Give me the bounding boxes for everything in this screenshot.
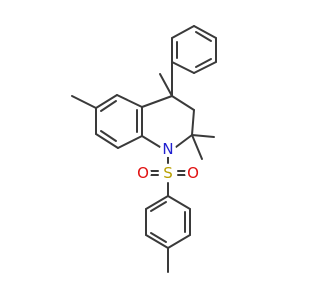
bond — [167, 234, 191, 249]
bond — [145, 195, 169, 210]
nitrogen-atom: N — [160, 140, 176, 158]
oxygen-left-atom: O — [135, 164, 151, 182]
bond — [171, 61, 195, 74]
bond — [193, 25, 217, 39]
molecule-canvas: N S O O — [71, 25, 217, 273]
atom-label-layer: N S O O — [135, 140, 201, 182]
oxygen-right-label: O — [187, 164, 199, 182]
bond-double-inner — [100, 100, 117, 112]
bond-double-inner — [195, 31, 212, 42]
oxygen-right-atom: O — [185, 164, 201, 182]
bond — [167, 195, 191, 210]
bond-double-inner — [150, 201, 167, 212]
bond — [191, 134, 215, 138]
oxygen-left-label: O — [137, 164, 149, 182]
bond — [71, 95, 97, 109]
bond-double-inner — [150, 232, 167, 243]
bond — [171, 95, 195, 111]
bond — [141, 135, 161, 148]
bond — [117, 135, 143, 149]
bond — [171, 25, 195, 39]
molecule-structure-diagram: N S O O — [71, 25, 217, 273]
bond — [191, 134, 203, 160]
bond-double-inner — [100, 130, 117, 142]
sulfur-label: S — [163, 164, 173, 182]
bond — [95, 94, 118, 109]
bond — [116, 94, 143, 108]
bond-layer — [71, 25, 217, 273]
bond — [191, 109, 195, 136]
bond — [159, 73, 173, 97]
sulfur-atom: S — [160, 164, 176, 182]
bond — [141, 95, 173, 108]
nitrogen-label: N — [162, 140, 173, 158]
bond — [95, 133, 119, 149]
bond-double-inner — [195, 58, 212, 68]
bond — [175, 134, 193, 148]
bond — [145, 234, 169, 249]
bond — [193, 61, 217, 74]
